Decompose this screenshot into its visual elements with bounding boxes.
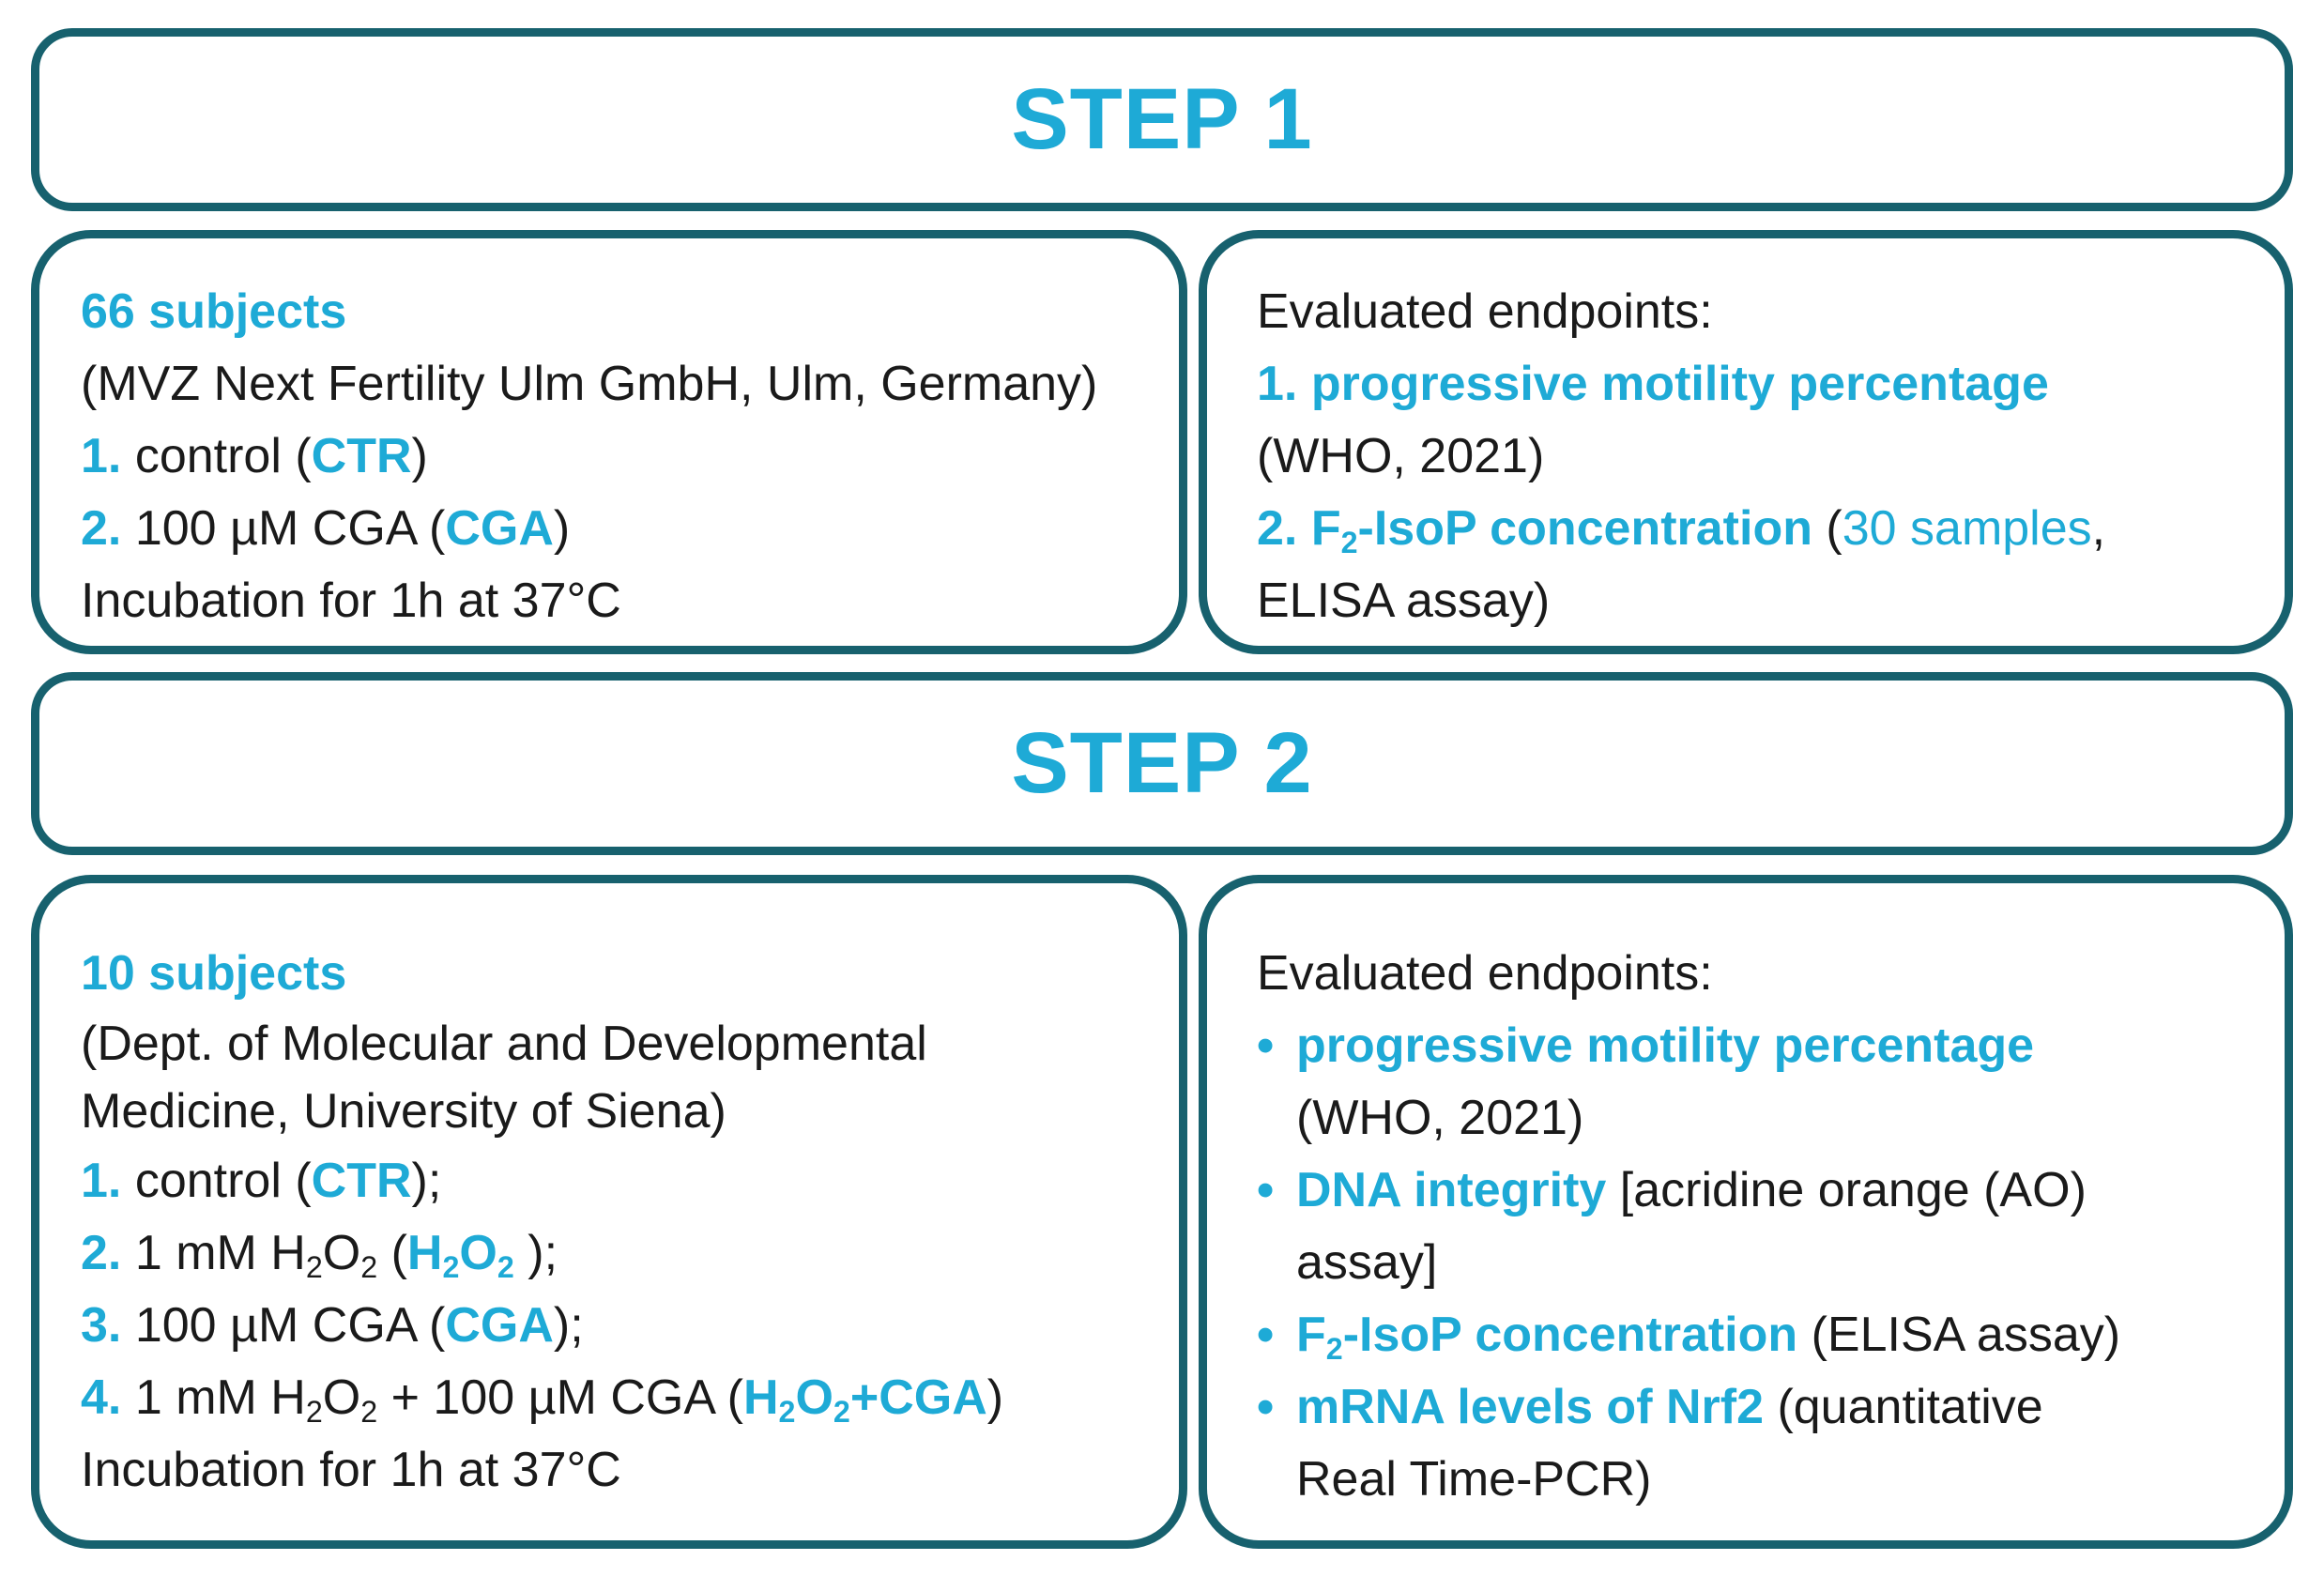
step1-source: (MVZ Next Fertility Ulm GmbH, Ulm, Germa… (81, 357, 1098, 411)
endpoint-num: 2. F (1257, 501, 1341, 556)
bullet-text: progressive motility percentage (1296, 1018, 2035, 1073)
bullet-rest: (ELISA assay) (1797, 1308, 2121, 1362)
step2-group-2: 2. 1 mM H2O2 (H2O2 ); (81, 1217, 1003, 1290)
step1-title: STEP 1 (1011, 71, 1313, 167)
step2-bullet-3: • F2-IsoP concentration (ELISA assay) (1257, 1299, 2120, 1371)
group-abbr-a: H (742, 1370, 779, 1425)
step1-endpoints-heading: Evaluated endpoints: (1257, 284, 1713, 339)
group-pre: 1 mM H (134, 1226, 306, 1280)
step1-group-1: 1. control (CTR) (81, 421, 1097, 493)
group-number: 2. (81, 1226, 122, 1280)
step1-group-2: 2. 100 µM CGA (CGA) (81, 493, 1097, 565)
group-end: ); (513, 1226, 558, 1280)
step2-bullet-1-ref: (WHO, 2021) (1296, 1091, 1584, 1145)
step2-subjects: 10 subjects (81, 946, 347, 1001)
bullet-rest: (quantitative (1764, 1380, 2043, 1434)
group-text: 100 µM CGA ( (134, 501, 446, 556)
step2-endpoints-panel: Evaluated endpoints: • progressive motili… (1199, 875, 2293, 1549)
bullet-icon: • (1257, 1380, 1275, 1434)
group-pre: 1 mM H (134, 1370, 306, 1425)
step1-endpoint-2-method: ELISA assay) (1257, 574, 1551, 628)
subscript: 2 (305, 1395, 323, 1430)
bullet-rest: [acridine orange (AO) (1606, 1163, 2087, 1217)
group-abbr: CGA (445, 501, 554, 556)
group-text: 100 µM CGA ( (134, 1298, 446, 1353)
step2-group-4: 4. 1 mM H2O2 + 100 µM CGA (H2O2+CGA) (81, 1362, 1003, 1434)
group-number: 3. (81, 1298, 122, 1353)
step2-bullet-2-cont: assay] (1296, 1235, 1438, 1290)
step2-header: STEP 2 (31, 672, 2293, 855)
group-text: control ( (134, 1154, 312, 1208)
subscript: 2 (305, 1250, 323, 1285)
bullet-text: mRNA levels of Nrf2 (1296, 1380, 1764, 1434)
bullet-text-a: F (1296, 1308, 1326, 1362)
step1-design-panel: 66 subjects (MVZ Next Fertility Ulm GmbH… (31, 230, 1187, 654)
step2-bullet-2: • DNA integrity [acridine orange (AO) (1257, 1155, 2120, 1227)
step2-group-1: 1. control (CTR); (81, 1145, 1003, 1217)
group-number: 1. (81, 429, 122, 483)
subscript: 2 (833, 1395, 850, 1430)
subscript: 2 (1325, 1332, 1343, 1367)
step2-bullet-4: • mRNA levels of Nrf2 (quantitative (1257, 1371, 2120, 1444)
group-abbr: CTR (311, 429, 412, 483)
step2-incubation: Incubation for 1h at 37°C (81, 1443, 621, 1497)
endpoint-sub: 2 (1340, 526, 1358, 560)
group-number: 4. (81, 1370, 122, 1425)
group-open: ( (377, 1226, 407, 1280)
step2-source-line1: (Dept. of Molecular and Developmental (81, 1017, 927, 1071)
group-end: ) (411, 429, 428, 483)
group-end: ) (553, 501, 571, 556)
step2-bullet-4-cont: Real Time-PCR) (1296, 1452, 1652, 1507)
group-abbr: CGA (445, 1298, 554, 1353)
step2-group-3: 3. 100 µM CGA (CGA); (81, 1290, 1003, 1362)
subscript: 2 (442, 1250, 460, 1285)
endpoint-samples: 30 samples (1842, 501, 2092, 556)
step2-bullet-1: • progressive motility percentage (1257, 1010, 2120, 1082)
group-mid: O (322, 1370, 361, 1425)
endpoint-comma: , (2091, 501, 2106, 556)
group-abbr-a: H (406, 1226, 443, 1280)
bullet-icon: • (1257, 1018, 1275, 1073)
endpoint-open: ( (1812, 501, 1842, 556)
step2-title: STEP 2 (1011, 715, 1313, 811)
bullet-icon: • (1257, 1308, 1275, 1362)
step2-design-panel: 10 subjects (Dept. of Molecular and Deve… (31, 875, 1187, 1549)
subscript: 2 (497, 1250, 514, 1285)
group-number: 1. (81, 1154, 122, 1208)
group-end: ); (553, 1298, 584, 1353)
bullet-text-b: -IsoP concentration (1342, 1308, 1798, 1362)
endpoint-rest: -IsoP concentration (1357, 501, 1812, 556)
group-end: ); (411, 1154, 442, 1208)
group-post: + 100 µM CGA ( (377, 1370, 743, 1425)
step1-endpoint-1-ref: (WHO, 2021) (1257, 429, 1545, 483)
group-end: ) (986, 1370, 1004, 1425)
group-abbr-b: O (795, 1370, 833, 1425)
subscript: 2 (778, 1395, 796, 1430)
step1-endpoint-1: 1. progressive motility percentage (1257, 357, 2049, 411)
step1-subjects: 66 subjects (81, 284, 347, 339)
group-abbr-b: O (459, 1226, 497, 1280)
step2-source-line2: Medicine, University of Siena) (81, 1084, 726, 1139)
step1-header: STEP 1 (31, 28, 2293, 211)
group-number: 2. (81, 501, 122, 556)
bullet-text: DNA integrity (1296, 1163, 1607, 1217)
group-abbr-c: +CGA (849, 1370, 987, 1425)
bullet-icon: • (1257, 1163, 1275, 1217)
group-mid: O (322, 1226, 361, 1280)
subscript: 2 (360, 1250, 378, 1285)
step1-incubation: Incubation for 1h at 37°C (81, 574, 621, 628)
subscript: 2 (360, 1395, 378, 1430)
step1-endpoints-panel: Evaluated endpoints: 1. progressive moti… (1199, 230, 2293, 654)
group-abbr: CTR (311, 1154, 412, 1208)
step2-endpoints-heading: Evaluated endpoints: (1257, 946, 1713, 1001)
step1-endpoint-2: 2. F2-IsoP concentration (30 samples, (1257, 493, 2105, 565)
group-text: control ( (134, 429, 312, 483)
